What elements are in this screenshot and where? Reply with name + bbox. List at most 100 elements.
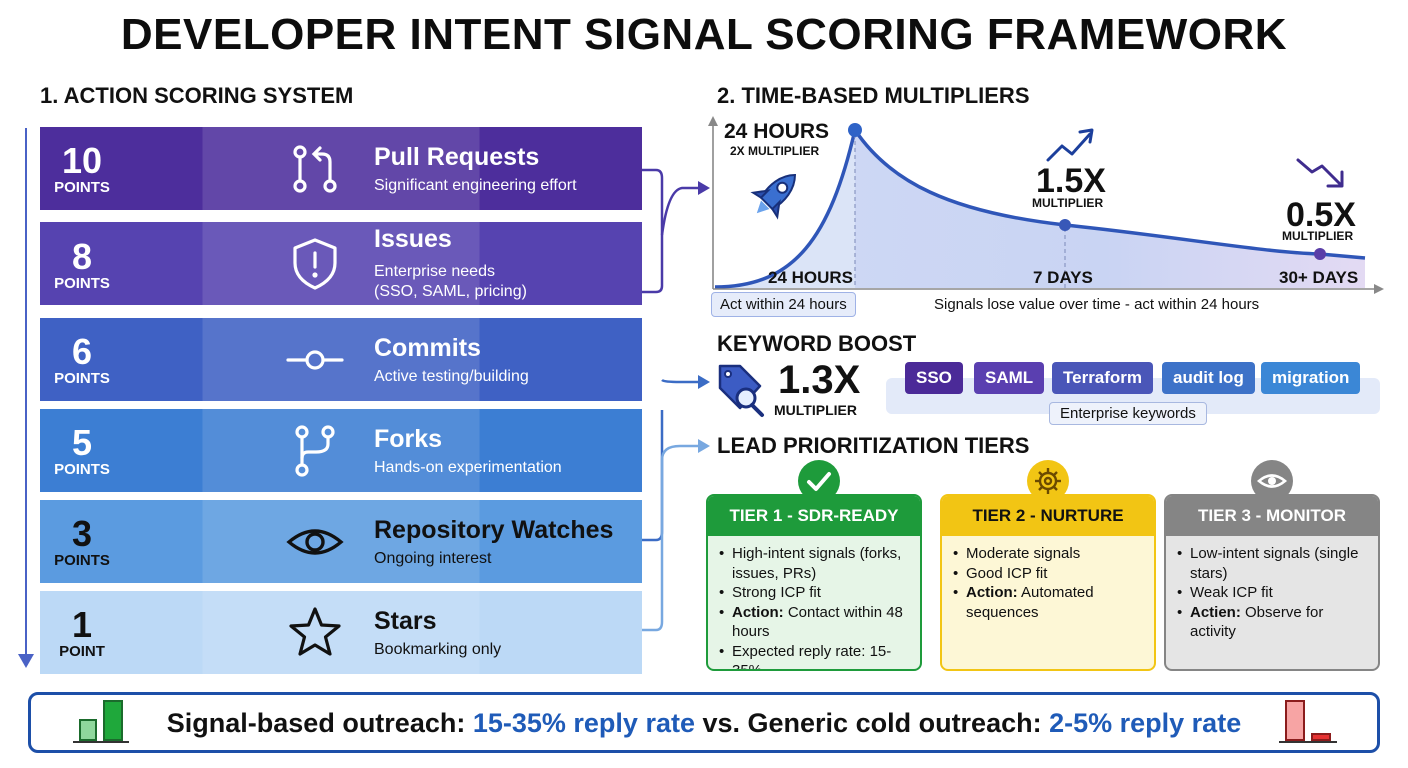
bar-chart-down-baseline <box>1279 741 1337 743</box>
comparison-banner: Signal-based outreach: 15-35% reply rate… <box>28 692 1380 753</box>
bar-chart-up-icon-tall <box>103 700 123 741</box>
keyword-chip-sso: SSO <box>905 362 963 394</box>
trend-up-icon <box>1046 128 1094 162</box>
action-title: Repository Watches <box>374 516 614 544</box>
tier-card-3: TIER 3 - MONITORLow-intent signals (sing… <box>1164 494 1380 671</box>
row-background <box>40 591 642 674</box>
bar-chart-down-icon-short <box>1311 733 1331 741</box>
tier-criterion: Weak ICP fit <box>1176 583 1370 603</box>
signal-reply-rate: 15-35% reply rate <box>472 708 695 738</box>
tier-criterion: Expected reply rate: 15-35% <box>718 642 912 670</box>
action-description: Active testing/building <box>374 368 529 385</box>
time-multipliers-heading: 2. TIME-BASED MULTIPLIERS <box>717 83 1030 108</box>
banner-part-2: vs. Generic cold outreach: <box>694 708 1050 738</box>
bar-chart-up-icon <box>79 719 97 741</box>
points-unit: POINTS <box>54 179 110 196</box>
points-value: 1 <box>71 604 93 645</box>
score-connectors <box>642 168 710 632</box>
tier-criteria-list: High-intent signals (forks, issues, PRs)… <box>708 536 920 670</box>
row-center-band <box>202 409 480 492</box>
points-unit: POINTS <box>54 275 110 292</box>
keyword-chip-saml: SAML <box>974 362 1045 394</box>
tier-criteria-list: Low-intent signals (single stars)Weak IC… <box>1166 536 1378 642</box>
action-description: Ongoing interest <box>374 550 492 567</box>
action-title: Forks <box>374 425 443 453</box>
points-value: 5 <box>71 422 93 463</box>
fork-icon <box>295 424 335 477</box>
tier-criteria-list: Moderate signalsGood ICP fitAction: Auto… <box>942 536 1154 622</box>
action-description: Hands-on experimentation <box>374 459 562 476</box>
cold-reply-rate: 2-5% reply rate <box>1049 708 1242 738</box>
keyword-chip-audit-log: audit log <box>1162 362 1255 394</box>
priority-arrow-head <box>18 654 34 668</box>
x-label-24-hours: 24 HOURS <box>768 268 854 287</box>
act-within-label: Act within 24 hours <box>711 292 856 317</box>
page-title: DEVELOPER INTENT SIGNAL SCORING FRAMEWOR… <box>120 10 1288 59</box>
gear-icon <box>1035 468 1061 494</box>
tier-title: TIER 3 - MONITOR <box>1166 496 1378 536</box>
points-value: 10 <box>61 140 103 181</box>
x-label-7-days: 7 DAYS <box>1033 268 1093 287</box>
tier-criterion: Moderate signals <box>952 544 1146 564</box>
points-unit: POINTS <box>54 370 110 387</box>
mid-multiplier-label: MULTIPLIER <box>1032 196 1104 210</box>
lead-tiers-heading: LEAD PRIORITIZATION TIERS <box>717 433 1030 458</box>
comparison-text: Signal-based outreach: 15-35% reply rate… <box>31 695 1377 750</box>
action-title: Stars <box>374 607 437 635</box>
keyword-boost-value: 1.3X <box>778 358 861 402</box>
late-multiplier-value: 0.5X <box>1286 196 1356 234</box>
rocket-icon <box>750 174 796 220</box>
bar-chart-up-baseline <box>73 741 129 743</box>
tier-criterion: Good ICP fit <box>952 564 1146 584</box>
trend-down-icon <box>1296 158 1344 188</box>
pull-request-icon <box>293 144 337 193</box>
points-value: 3 <box>71 513 93 554</box>
keyword-chip-migration: migration <box>1261 362 1361 394</box>
late-multiplier-label: MULTIPLIER <box>1282 229 1354 243</box>
points-value: 8 <box>71 236 93 277</box>
points-unit: POINTS <box>54 461 110 478</box>
tier-title: TIER 1 - SDR-READY <box>708 496 920 536</box>
points-unit: POINTS <box>54 552 110 569</box>
action-description: (SSO, SAML, pricing) <box>374 283 527 300</box>
shield-alert-icon <box>293 237 337 290</box>
points-value: 6 <box>71 331 93 372</box>
action-description: Bookmarking only <box>374 641 502 658</box>
eye-icon <box>1256 474 1288 488</box>
tier-criterion: Action: Contact within 48 hours <box>718 603 912 642</box>
action-description: Enterprise needs <box>374 263 495 280</box>
row-center-band <box>202 591 480 674</box>
time-decay-chart <box>708 116 1384 294</box>
check-icon <box>807 472 831 491</box>
decay-note: Signals lose value over time - act withi… <box>934 296 1260 313</box>
tier-criterion: Action: Automated sequences <box>952 583 1146 622</box>
action-title: Commits <box>374 334 481 362</box>
row-background <box>40 409 642 492</box>
peak-multiplier-label: 2X MULTIPLIER <box>730 144 820 158</box>
row-background <box>40 222 642 305</box>
tier-criterion: High-intent signals (forks, issues, PRs) <box>718 544 912 583</box>
bar-chart-down-icon <box>1285 700 1305 741</box>
x-label-30-days: 30+ DAYS <box>1279 268 1359 287</box>
row-center-band <box>202 222 480 305</box>
tier-criterion: Actien: Observe for activity <box>1176 603 1370 642</box>
peak-value: 24 HOURS <box>724 120 830 143</box>
commit-icon <box>286 349 344 370</box>
action-title: Issues <box>374 225 452 253</box>
keyword-boost-label: MULTIPLIER <box>774 402 857 418</box>
action-scoring-heading: 1. ACTION SCORING SYSTEM <box>40 83 354 108</box>
tier-card-2: TIER 2 - NURTUREModerate signalsGood ICP… <box>940 494 1156 671</box>
row-background <box>40 127 642 210</box>
points-unit: POINT <box>59 643 105 660</box>
tier-criterion: Low-intent signals (single stars) <box>1176 544 1370 583</box>
keyword-chip-terraform: Terraform <box>1052 362 1154 394</box>
eye-icon <box>286 528 344 555</box>
row-center-band <box>202 127 480 210</box>
enterprise-keywords-caption: Enterprise keywords <box>1049 402 1207 425</box>
banner-part-1: Signal-based outreach: <box>166 708 473 738</box>
